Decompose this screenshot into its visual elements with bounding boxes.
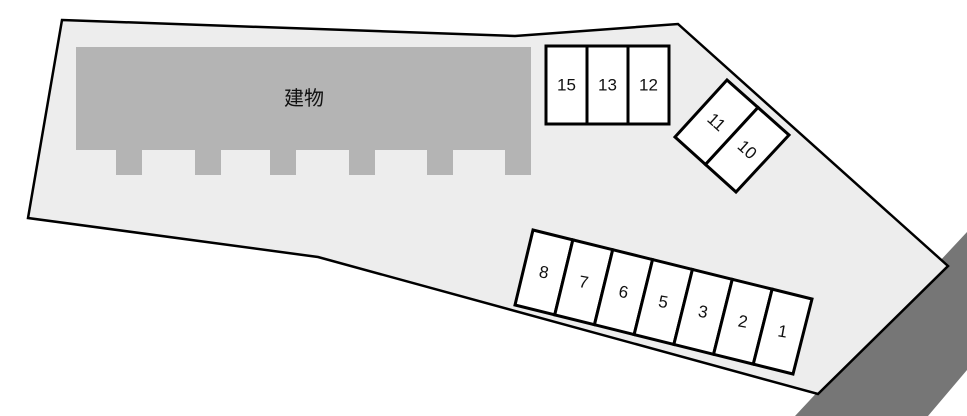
slot-number: 6 bbox=[617, 282, 630, 302]
slot-number: 1 bbox=[776, 321, 789, 341]
slot-number: 2 bbox=[737, 312, 750, 332]
slot-number: 5 bbox=[657, 292, 670, 312]
slot-number: 7 bbox=[577, 272, 590, 292]
slot-outline bbox=[751, 287, 814, 376]
slot-outline bbox=[703, 105, 792, 195]
parking-slot-13[interactable]: 13 bbox=[585, 44, 630, 126]
parking-slot-10[interactable]: 10 bbox=[703, 105, 792, 195]
parking-slot-1[interactable]: 1 bbox=[751, 287, 814, 376]
parking-slot-15[interactable]: 15 bbox=[544, 44, 589, 126]
bottom-row-slots: 8 7 6 5 3 2 1 bbox=[513, 228, 814, 376]
slot-number: 8 bbox=[538, 262, 551, 282]
slot-number: 15 bbox=[557, 76, 576, 95]
parking-slot-11[interactable]: 11 bbox=[672, 77, 761, 167]
slot-outline bbox=[626, 44, 671, 126]
slot-number: 13 bbox=[598, 76, 617, 95]
slot-number: 12 bbox=[639, 76, 658, 95]
building bbox=[76, 47, 531, 175]
top-row-slots: 15 13 12 bbox=[544, 44, 671, 126]
building-label: 建物 bbox=[284, 87, 324, 110]
slot-number: 3 bbox=[697, 302, 710, 322]
parking-slot-12[interactable]: 12 bbox=[626, 44, 671, 126]
